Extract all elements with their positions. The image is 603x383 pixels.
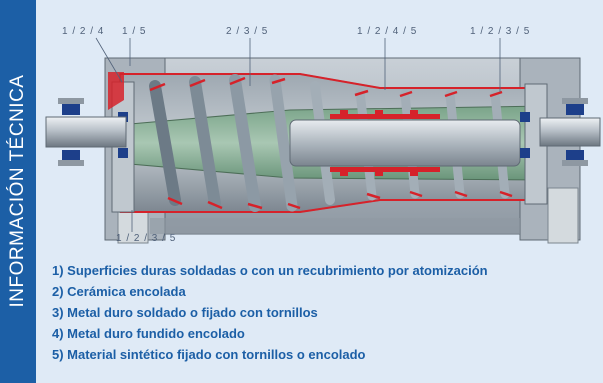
legend-item: 2) Cerámica encolada (52, 284, 186, 299)
side-banner: INFORMACIÓN TÉCNICA (0, 0, 36, 383)
shafts-and-bearings (45, 98, 601, 166)
callout-1-5: 1 / 5 (122, 26, 147, 37)
legend-item: 5) Material sintético fijado con tornill… (52, 347, 366, 362)
leader-lines (95, 37, 501, 232)
callout-1-2-4: 1 / 2 / 4 (62, 26, 105, 37)
legend-item: 3) Metal duro soldado o fijado con torni… (52, 305, 318, 320)
callout-2-3-5: 2 / 3 / 5 (226, 26, 269, 37)
callout-1-2-4-5: 1 / 2 / 4 / 5 (357, 26, 418, 37)
scroll-conveyor (129, 74, 546, 212)
callout-1-2-3-5-bottom: 1 / 2 / 3 / 5 (116, 233, 177, 244)
legend-item: 1) Superficies duras soldadas o con un r… (52, 263, 488, 278)
materials-legend: 1) Superficies duras soldadas o con un r… (52, 260, 488, 365)
legend-item: 4) Metal duro fundido encolado (52, 326, 245, 341)
callout-1-2-3-5-top: 1 / 2 / 3 / 5 (470, 26, 531, 37)
end-hubs (108, 72, 548, 213)
